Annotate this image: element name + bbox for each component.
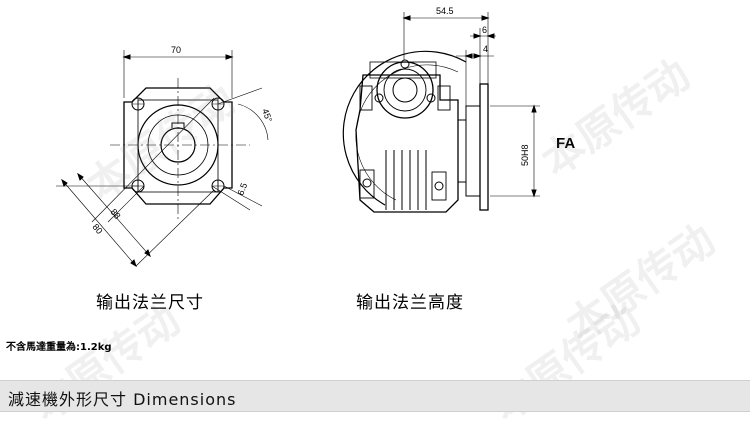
left-flange-view	[56, 50, 269, 268]
dim-6: 6	[482, 25, 487, 35]
weight-note: 不含馬達重量為:1.2kg	[6, 342, 112, 353]
left-view-caption: 输出法兰尺寸	[96, 293, 204, 313]
dim-6-5: 6.5	[235, 182, 249, 197]
output-flange-plate	[479, 83, 489, 211]
fa-label: FA	[556, 135, 575, 152]
housing-arc	[342, 50, 467, 206]
technical-drawing: 70 45° 6.5 88 80 54.5 6 4 50H8 FA	[56, 6, 575, 268]
dim-88: 88	[108, 207, 122, 221]
dim-50h8: 50H8	[520, 144, 530, 166]
bore-circle	[160, 127, 196, 163]
dim-54-5: 54.5	[436, 6, 454, 16]
dim-70: 70	[171, 45, 181, 55]
hub-outer-circle	[137, 104, 219, 186]
dim-80: 80	[90, 222, 104, 236]
footer-title: 減速機外形尺寸 Dimensions	[8, 390, 237, 409]
gearbox-body	[355, 74, 459, 213]
dim-45-angle: 45°	[260, 107, 274, 124]
dim-4: 4	[483, 44, 488, 54]
output-hub	[376, 61, 434, 119]
right-reducer-view	[342, 12, 540, 213]
right-view-caption: 输出法兰高度	[356, 293, 464, 313]
footer-bar: 減速機外形尺寸 Dimensions	[0, 380, 750, 412]
